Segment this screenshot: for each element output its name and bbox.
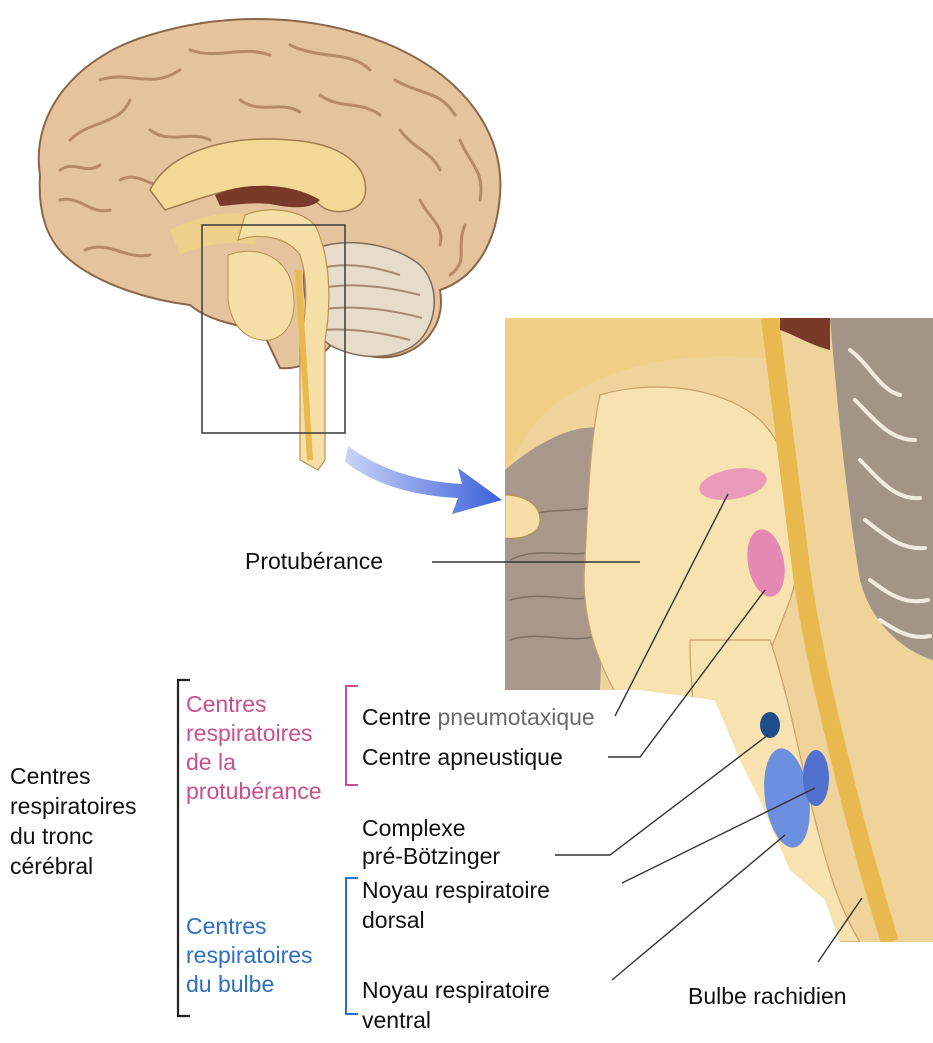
- group-protuberance-line3: de la: [186, 748, 236, 776]
- prebotzinger-nucleus: [760, 712, 780, 738]
- leader-pre-botzinger: [555, 735, 768, 855]
- group-protuberance-line2: respiratoires: [186, 719, 313, 747]
- zoomed-brainstem: [505, 318, 933, 948]
- group-bulbe-line3: du bulbe: [186, 970, 274, 998]
- label-protuberance: Protubérance: [245, 547, 383, 575]
- label-dorsal-line1: Noyau respiratoire: [362, 876, 550, 904]
- label-centre-pneumotaxique: Centre pneumotaxique: [362, 703, 595, 731]
- group-tronc-line1: Centres: [10, 762, 91, 790]
- label-ventral-line2: ventral: [362, 1006, 431, 1034]
- label-centre-word: Centre: [362, 704, 431, 730]
- bracket-protuberance: [346, 686, 358, 785]
- group-tronc-line2: respiratoires: [10, 792, 137, 820]
- zoom-arrow: [345, 446, 502, 514]
- group-protuberance-line4: protubérance: [186, 777, 322, 805]
- label-complexe-line2: pré-Bötzinger: [362, 842, 500, 870]
- dorsal-respiratory-nucleus: [803, 750, 829, 806]
- group-bulbe-line2: respiratoires: [186, 941, 313, 969]
- label-bulbe-rachidien: Bulbe rachidien: [688, 982, 847, 1010]
- group-tronc-line3: du tronc: [10, 822, 93, 850]
- group-tronc-line4: cérébral: [10, 852, 93, 880]
- sagittal-brain: [39, 19, 501, 470]
- bracket-bulbe: [346, 878, 358, 1014]
- label-pneumotaxique-word: pneumotaxique: [437, 704, 594, 730]
- label-complexe-line1: Complexe: [362, 814, 466, 842]
- label-dorsal-line2: dorsal: [362, 906, 425, 934]
- label-ventral-line1: Noyau respiratoire: [362, 976, 550, 1004]
- group-bulbe-line1: Centres: [186, 912, 267, 940]
- leader-ventral: [612, 835, 785, 980]
- label-centre-apneustique: Centre apneustique: [362, 743, 563, 771]
- group-protuberance-line1: Centres: [186, 690, 267, 718]
